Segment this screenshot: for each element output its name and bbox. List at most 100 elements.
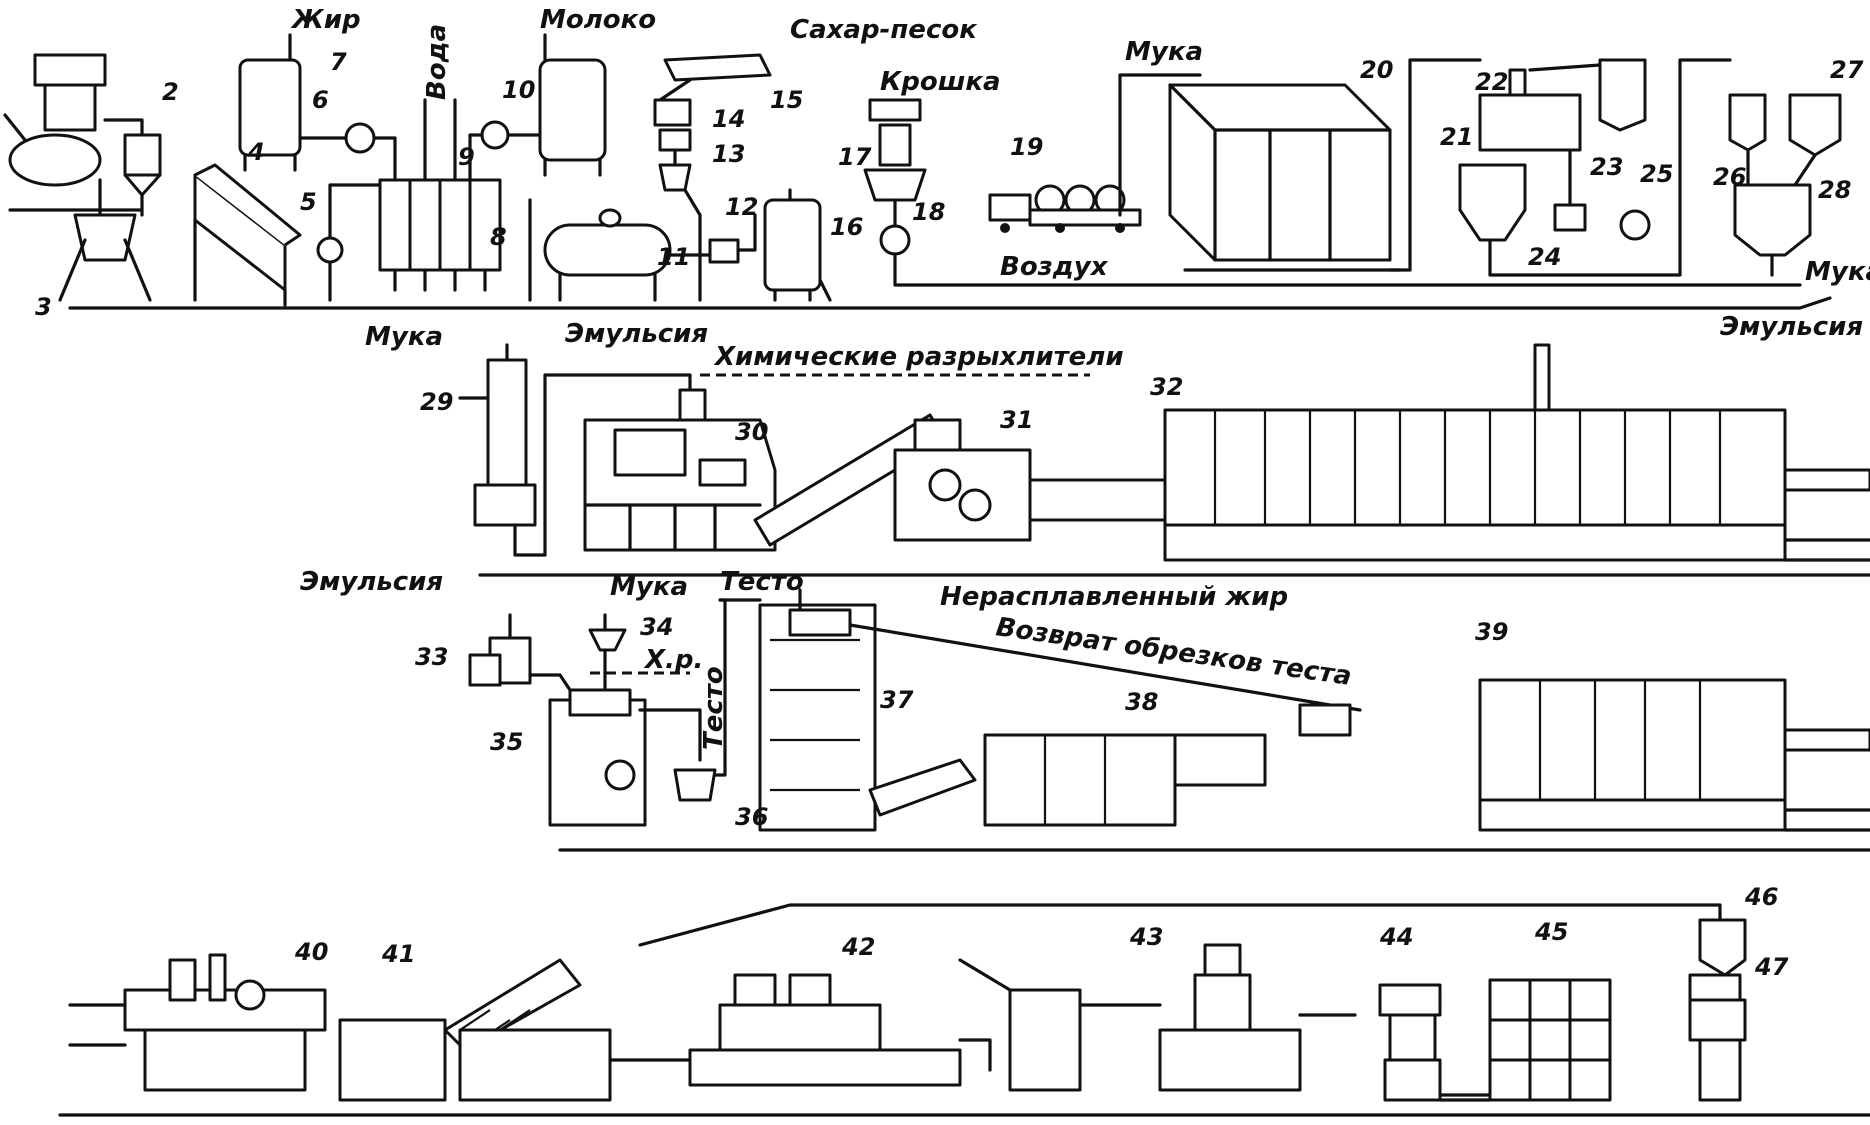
label-emulsion-2: Эмульсия xyxy=(565,319,708,349)
wrapper-43 xyxy=(958,943,1357,1092)
top-return-line xyxy=(638,903,1722,947)
num-17: 17 xyxy=(838,143,872,171)
label-chem-short: Х.р. xyxy=(643,645,703,675)
label-fat: Жир xyxy=(290,5,361,35)
num-21: 21 xyxy=(1440,123,1473,151)
num-45: 45 xyxy=(1534,918,1568,946)
label-flour-3: Мука xyxy=(610,572,688,602)
label-crumb: Крошка xyxy=(880,67,1001,97)
hopper-2 xyxy=(103,118,162,197)
oven-39 xyxy=(1478,678,1870,832)
mixer-35 xyxy=(548,688,702,827)
num-29: 29 xyxy=(420,388,453,416)
mixer-3 xyxy=(58,178,152,302)
pump-9 xyxy=(480,120,510,150)
trough-4 xyxy=(193,163,302,307)
machine-1 xyxy=(3,53,107,187)
num-42: 42 xyxy=(841,933,875,961)
label-emulsion-3: Эмульсия xyxy=(300,567,443,597)
label-flour-top: Мука xyxy=(1125,37,1203,67)
pump-7 xyxy=(344,122,376,154)
flour-truck-19 xyxy=(988,73,1202,233)
mixer-30 xyxy=(583,388,777,552)
num-44: 44 xyxy=(1379,923,1413,951)
conveyor-41 xyxy=(338,958,582,1102)
laminator-37 xyxy=(718,588,877,832)
num-3: 3 xyxy=(35,293,52,321)
num-2: 2 xyxy=(162,78,179,106)
num-40: 40 xyxy=(294,938,328,966)
boxes-45 xyxy=(1488,978,1612,1102)
label-water: Вода xyxy=(422,24,452,100)
label-dough-2: Тесто xyxy=(699,666,729,750)
sifter-29 xyxy=(458,343,692,557)
label-sugar: Сахар-песок xyxy=(790,15,978,45)
num-10: 10 xyxy=(502,76,535,104)
oven-32 xyxy=(1163,343,1870,562)
carton-44 xyxy=(1378,983,1492,1102)
main-pipe xyxy=(68,296,1832,310)
num-28: 28 xyxy=(1818,176,1851,204)
num-16: 16 xyxy=(830,213,863,241)
label-dough-1: Тесто xyxy=(720,567,804,597)
crumb-grinder-46-47 xyxy=(1688,918,1747,1102)
num-14: 14 xyxy=(712,105,745,133)
pump-5 xyxy=(316,236,344,264)
label-unmelted-fat: Нерасплавленный жир xyxy=(940,582,1288,612)
num-37: 37 xyxy=(880,686,914,714)
crumb-grinder-17-18 xyxy=(863,98,1802,287)
tank-10 xyxy=(538,33,607,177)
num-23: 23 xyxy=(1590,153,1623,181)
num-12: 12 xyxy=(725,193,758,221)
num-19: 19 xyxy=(1010,133,1043,161)
dosing-tanks-8 xyxy=(378,98,502,292)
num-35: 35 xyxy=(490,728,523,756)
label-chem-leaveners: Химические разрыхлители xyxy=(713,342,1124,372)
num-25: 25 xyxy=(1640,160,1673,188)
num-6: 6 xyxy=(312,86,329,114)
num-34: 34 xyxy=(640,613,673,641)
num-46: 46 xyxy=(1744,883,1778,911)
cooler-40 xyxy=(68,953,327,1092)
num-20: 20 xyxy=(1360,56,1393,84)
num-22: 22 xyxy=(1475,68,1508,96)
turntable-41b xyxy=(458,1028,722,1102)
num-24: 24 xyxy=(1528,243,1561,271)
flour-silos-20 xyxy=(1168,58,1482,272)
num-30: 30 xyxy=(735,418,768,446)
num-43: 43 xyxy=(1129,923,1163,951)
num-31: 31 xyxy=(1000,406,1033,434)
label-air: Воздух xyxy=(1000,252,1109,282)
sifter-21-25 xyxy=(1458,58,1732,277)
num-32: 32 xyxy=(1150,373,1183,401)
num-13: 13 xyxy=(712,140,745,168)
flour-doser-34 xyxy=(588,613,627,702)
rotary-molder-31b xyxy=(893,448,1172,542)
label-emulsion-out: Эмульсия xyxy=(1720,312,1863,342)
num-9: 9 xyxy=(458,143,475,171)
label-flour-out: Мука xyxy=(1805,257,1870,287)
dough-return-line xyxy=(848,623,1362,712)
num-26: 26 xyxy=(1713,163,1746,191)
tank-6 xyxy=(238,33,302,172)
num-15: 15 xyxy=(770,86,803,114)
num-38: 38 xyxy=(1125,688,1158,716)
num-47: 47 xyxy=(1754,953,1789,981)
num-41: 41 xyxy=(381,940,415,968)
emulsion-tank-33 xyxy=(468,613,572,692)
num-18: 18 xyxy=(912,198,945,226)
num-11: 11 xyxy=(657,243,690,271)
flour-dosing-26-28 xyxy=(1728,93,1842,277)
num-27: 27 xyxy=(1830,56,1864,84)
num-39: 39 xyxy=(1475,618,1508,646)
tank-16 xyxy=(763,188,832,302)
num-33: 33 xyxy=(415,643,448,671)
num-4: 4 xyxy=(247,138,265,166)
horizontal-tank-11 xyxy=(528,198,672,302)
pump-12 xyxy=(708,238,740,264)
num-8: 8 xyxy=(490,223,507,251)
packer-42 xyxy=(688,973,992,1087)
num-36: 36 xyxy=(735,803,768,831)
